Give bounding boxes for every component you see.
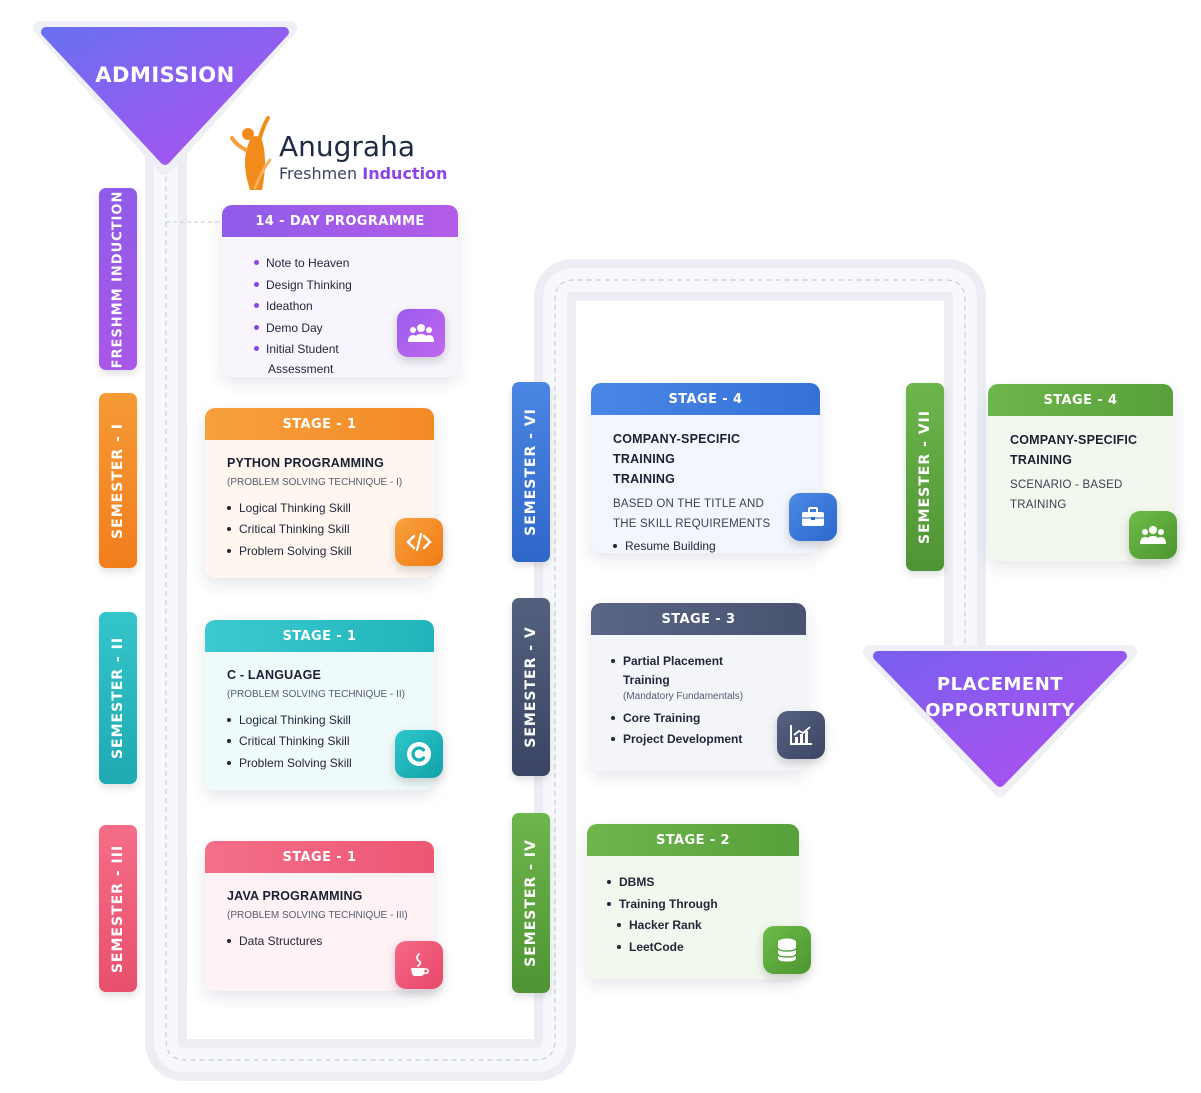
semester-label-1: SEMESTER - I <box>99 393 137 568</box>
stage-4-company-card-header: STAGE - 4 <box>591 383 820 415</box>
item-line: Training <box>623 672 670 687</box>
list-item: Hacker Rank <box>617 916 777 935</box>
list-item: Ideathon <box>254 297 438 316</box>
logo-subtitle: Freshmen Induction <box>279 164 447 183</box>
code-icon <box>395 518 443 566</box>
stage-4-company-list: Resume Building <box>613 537 798 556</box>
java-icon <box>395 941 443 989</box>
placement-label-line2: OPPORTUNITY <box>925 700 1075 722</box>
list-item: Critical Thinking Skill <box>227 520 412 539</box>
semester-label-4: SEMESTER - IV <box>512 813 550 993</box>
placement-label: PLACEMENT OPPORTUNITY <box>920 672 1080 724</box>
title-line: TRAINING <box>1010 453 1073 467</box>
item-line: Partial Placement <box>623 654 724 668</box>
semester-label-5: SEMESTER - V <box>512 598 550 776</box>
list-item: Data Structures <box>227 932 412 951</box>
stage-2-card-header: STAGE - 2 <box>587 824 799 856</box>
stage-4-company-card-text: BASED ON THE TITLE AND THE SKILL REQUIRE… <box>613 495 798 534</box>
semester-label-6: SEMESTER - VI <box>512 382 550 562</box>
induction-card: 14 - DAY PROGRAMME Note to Heaven Design… <box>222 205 458 377</box>
team-icon <box>1129 511 1177 559</box>
team-icon <box>397 309 445 357</box>
item-note: (Mandatory Fundamentals) <box>623 691 744 703</box>
text-line: TRAINING <box>1010 498 1067 511</box>
semester-label-3: SEMESTER - III <box>99 825 137 992</box>
logo-title: Anugraha <box>279 130 415 163</box>
induction-card-header: 14 - DAY PROGRAMME <box>222 205 458 237</box>
admission-label: ADMISSION <box>95 63 235 87</box>
semester-label-2: SEMESTER - II <box>99 612 137 784</box>
python-card: STAGE - 1 PYTHON PROGRAMMING (PROBLEM SO… <box>205 408 443 578</box>
semester-label-7: SEMESTER - VII <box>906 383 944 571</box>
stage-4-scenario-card-title: COMPANY-SPECIFIC TRAINING <box>1010 430 1151 470</box>
python-card-title: PYTHON PROGRAMMING <box>227 456 385 470</box>
logo-figure <box>230 116 272 190</box>
c-language-card-title: C - LANGUAGE <box>227 668 322 682</box>
stage-4-scenario-card-header: STAGE - 4 <box>988 384 1173 416</box>
python-card-header: STAGE - 1 <box>205 408 434 440</box>
list-item: Critical Thinking Skill <box>227 732 412 751</box>
list-item: DBMS <box>607 873 777 892</box>
list-item: Design Thinking <box>254 276 438 295</box>
list-item: Problem Solving Skill <box>227 542 412 561</box>
text-line: BASED ON THE TITLE AND <box>613 498 764 510</box>
stage-3-card-header: STAGE - 3 <box>591 603 806 635</box>
python-card-subtitle: (PROBLEM SOLVING TECHNIQUE - I) <box>227 477 403 489</box>
title-line: COMPANY-SPECIFIC <box>1010 433 1138 447</box>
list-item: Core Training <box>611 709 784 728</box>
database-icon <box>763 926 811 974</box>
java-list: Data Structures <box>227 932 412 951</box>
list-item-continuation: Assessment <box>268 361 334 376</box>
list-item: Demo Day <box>254 319 438 338</box>
python-list: Logical Thinking Skill Critical Thinking… <box>227 499 412 561</box>
induction-list: Note to Heaven Design Thinking Ideathon … <box>254 254 438 359</box>
c-language-icon <box>395 730 443 778</box>
list-item: LeetCode <box>617 938 777 957</box>
java-card: STAGE - 1 JAVA PROGRAMMING (PROBLEM SOLV… <box>205 841 443 991</box>
list-item: Note to Heaven <box>254 254 438 273</box>
list-item: Logical Thinking Skill <box>227 711 412 730</box>
c-language-card-header: STAGE - 1 <box>205 620 434 652</box>
list-item: Training Through <box>607 895 777 914</box>
title-line: COMPANY-SPECIFIC TRAINING <box>613 432 741 466</box>
title-line: TRAINING <box>613 472 676 486</box>
briefcase-icon <box>789 493 837 541</box>
java-card-subtitle: (PROBLEM SOLVING TECHNIQUE - III) <box>227 910 408 922</box>
text-line: SCENARIO - BASED <box>1010 479 1123 491</box>
list-item: Resume Building <box>613 537 798 556</box>
stage-2-list: DBMS Training Through <box>607 873 777 913</box>
list-item: Logical Thinking Skill <box>227 499 412 518</box>
placement-label-line1: PLACEMENT <box>936 674 1064 695</box>
stage-4-company-card-title: COMPANY-SPECIFIC TRAINING TRAINING <box>613 429 798 489</box>
list-item: Problem Solving Skill <box>227 754 412 773</box>
java-card-header: STAGE - 1 <box>205 841 434 873</box>
c-language-card: STAGE - 1 C - LANGUAGE (PROBLEM SOLVING … <box>205 620 443 790</box>
stage-2-card: STAGE - 2 DBMS Training Through Hacker R… <box>587 824 811 979</box>
logo-subtitle-highlight: Induction <box>362 164 448 183</box>
c-language-card-subtitle: (PROBLEM SOLVING TECHNIQUE - II) <box>227 689 405 701</box>
stage-2-sublist: Hacker Rank LeetCode <box>617 916 777 956</box>
stage-4-scenario-card: STAGE - 4 COMPANY-SPECIFIC TRAINING SCEN… <box>988 384 1177 561</box>
stage-4-company-card: STAGE - 4 COMPANY-SPECIFIC TRAINING TRAI… <box>591 383 837 556</box>
list-item: Initial Student <box>254 340 438 359</box>
stage-4-scenario-card-text: SCENARIO - BASED TRAINING <box>1010 476 1151 515</box>
c-language-list: Logical Thinking Skill Critical Thinking… <box>227 711 412 773</box>
chart-icon <box>777 711 825 759</box>
java-card-title: JAVA PROGRAMMING <box>227 889 363 903</box>
list-item: Project Development <box>611 730 784 749</box>
text-line: THE SKILL REQUIREMENTS <box>613 517 771 530</box>
semester-label-induction: FRESHMM INDUCTION <box>99 188 137 370</box>
logo-subtitle-plain: Freshmen <box>279 164 363 183</box>
